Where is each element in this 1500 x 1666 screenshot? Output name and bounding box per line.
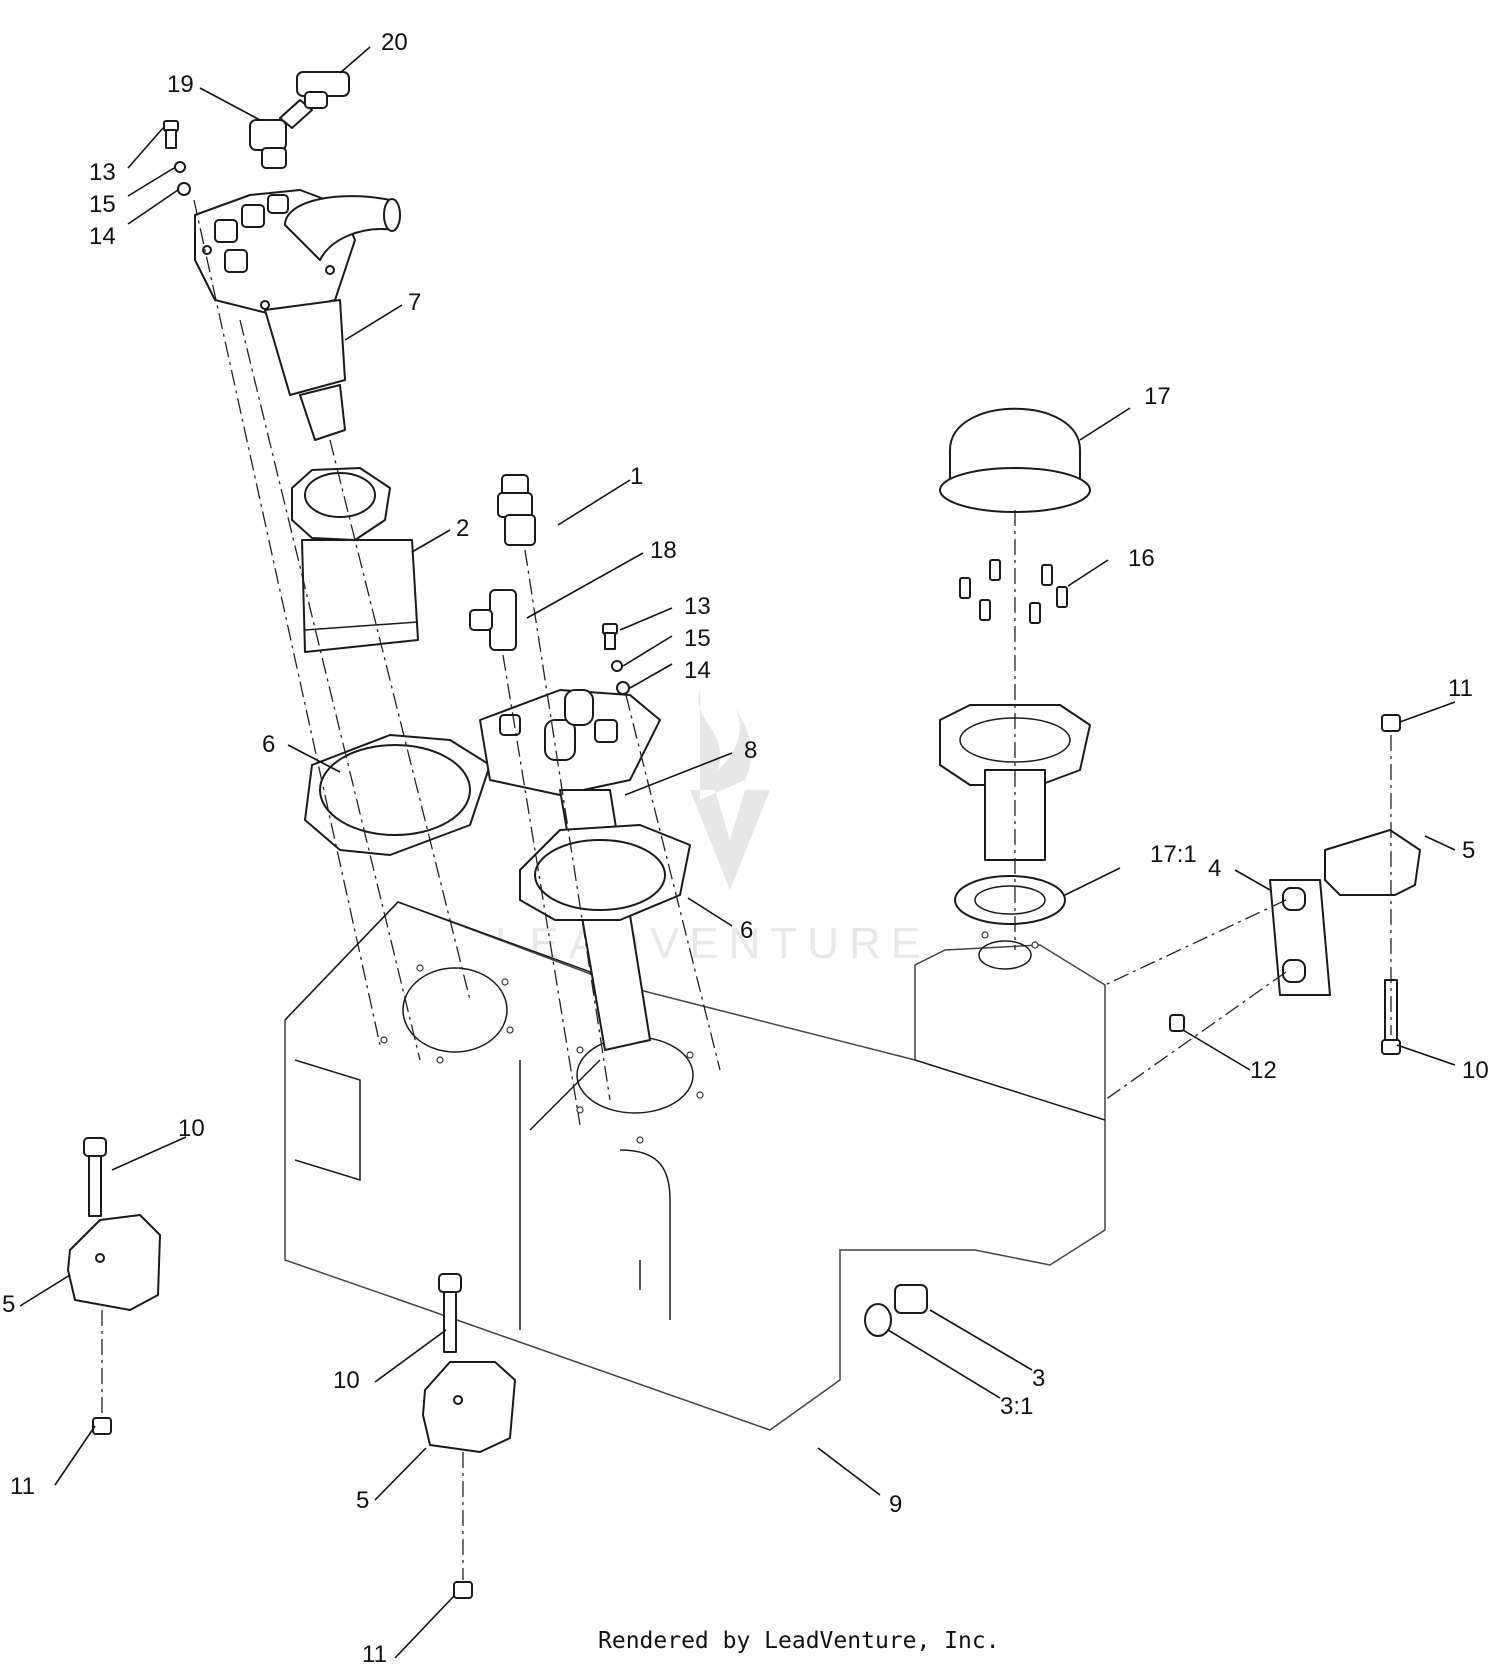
screws-part-16 — [959, 559, 1068, 624]
callout-11-right: 11 — [1448, 675, 1473, 702]
callout-9: 9 — [889, 1491, 902, 1518]
nut-part-11-center — [453, 1581, 473, 1599]
callout-14-left: 14 — [89, 223, 116, 250]
gasket-part-6-center — [519, 824, 691, 921]
callout-1: 1 — [630, 463, 643, 490]
callout-8: 8 — [744, 737, 757, 764]
gasket-part-17-1 — [954, 875, 1066, 925]
bolt-part-13-left — [163, 120, 179, 149]
filter-element-part-2 — [291, 467, 419, 653]
flame-v-logo-icon — [690, 690, 770, 890]
callout-15-center: 15 — [684, 625, 711, 652]
o-ring-part-3-1 — [864, 1303, 892, 1337]
callout-3: 3 — [1032, 1365, 1045, 1392]
bolt-part-10-left — [83, 1137, 107, 1217]
mount-part-5-right — [1324, 829, 1421, 896]
hex-fittings — [214, 194, 289, 273]
nut-part-11-right — [1381, 714, 1401, 732]
callout-10-center: 10 — [333, 1367, 360, 1394]
bolt-part-10-right — [1381, 979, 1401, 1055]
fuel-tank-part-9 — [284, 901, 1106, 1431]
callout-13-center: 13 — [684, 593, 711, 620]
callout-3-1: 3:1 — [1000, 1393, 1033, 1420]
callout-10-right: 10 — [1462, 1057, 1489, 1084]
callout-11-center: 11 — [362, 1641, 387, 1666]
callout-6-left: 6 — [262, 731, 275, 758]
callout-4: 4 — [1208, 855, 1221, 882]
tee-fitting-part-18 — [469, 589, 517, 651]
straight-fitting-part-1 — [497, 474, 536, 546]
tee-fitting-part-20 — [296, 71, 350, 109]
callout-16: 16 — [1128, 545, 1155, 572]
callout-5-right: 5 — [1462, 837, 1475, 864]
bolt-part-10-center — [438, 1273, 462, 1353]
washer-part-14-left — [177, 182, 191, 196]
leader-lines — [19, 46, 1456, 1659]
watermark-text: LEADVENTURE — [495, 919, 930, 968]
callout-6-center: 6 — [740, 917, 753, 944]
gasket-part-6-left — [304, 734, 491, 856]
callout-17: 17 — [1144, 383, 1171, 410]
callout-19: 19 — [167, 71, 194, 98]
bracket-part-4 — [1269, 879, 1331, 996]
watermark: LEADVENTURE — [495, 690, 930, 968]
callout-18: 18 — [650, 537, 677, 564]
callout-7: 7 — [408, 289, 421, 316]
lock-washer-part-15-left — [174, 161, 186, 173]
callout-20: 20 — [381, 29, 408, 56]
elbow-fitting-part-19 — [249, 99, 313, 169]
mount-part-5-center — [422, 1361, 516, 1453]
nut-part-11-left — [92, 1417, 112, 1435]
callout-14-center: 14 — [684, 657, 711, 684]
callout-11-left: 11 — [10, 1473, 35, 1500]
callout-13-left: 13 — [89, 159, 116, 186]
washer-part-14-center — [616, 681, 630, 695]
callout-5-left: 5 — [2, 1291, 15, 1318]
lock-washer-part-15-center — [611, 660, 623, 672]
callout-2: 2 — [456, 515, 469, 542]
callout-12: 12 — [1250, 1057, 1277, 1084]
callout-17-1: 17:1 — [1150, 841, 1197, 868]
spacer-part-12 — [1169, 1014, 1185, 1032]
callout-10-left: 10 — [178, 1115, 205, 1142]
callout-15-left: 15 — [89, 191, 116, 218]
assembly-centerlines — [101, 199, 1392, 1580]
mount-part-5-left — [67, 1214, 161, 1311]
plug-part-3 — [894, 1284, 928, 1314]
suction-tube-part-7 — [194, 189, 401, 441]
footer-credit: Rendered by LeadVenture, Inc. — [598, 1628, 1000, 1654]
bolt-part-13-center — [602, 623, 618, 650]
callout-labels: 20 19 13 15 14 7 2 1 18 13 15 14 6 8 6 1… — [2, 29, 1489, 1666]
fuel-cap-part-17 — [939, 407, 1091, 513]
callout-5-center: 5 — [356, 1487, 369, 1514]
